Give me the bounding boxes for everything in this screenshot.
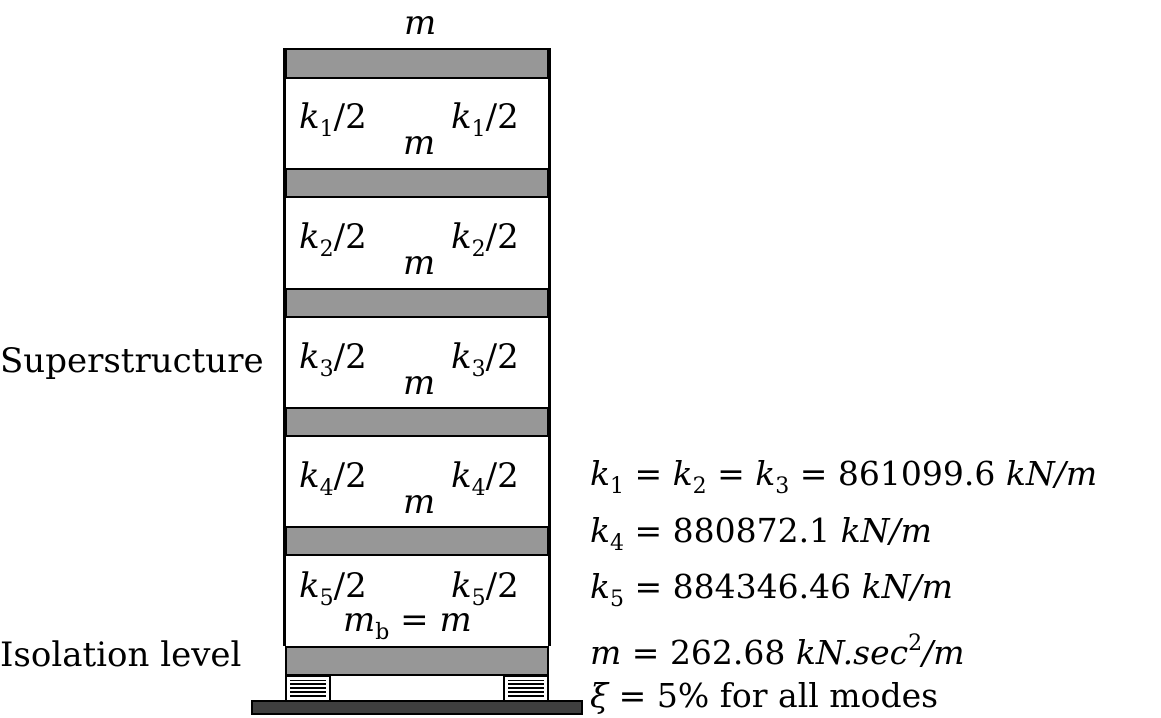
story-2-right-stiffness: k2/2: [451, 217, 519, 262]
story-1-left-stiffness: k1/2: [299, 97, 367, 142]
property-line-4: m = 262.68 kN.sec2/m: [590, 630, 965, 672]
story-1-right-stiffness: k1/2: [451, 97, 519, 142]
superstructure-label: Superstructure: [0, 341, 264, 381]
property-line-1: k1 = k2 = k3 = 861099.6 kN/m: [590, 454, 1098, 499]
property-line-2: k4 = 880872.1 kN/m: [590, 510, 932, 556]
story-2-left-stiffness: k2/2: [299, 217, 367, 262]
base-mass-label: mb = m: [343, 600, 472, 645]
property-line-3: k5 = 884346.46 kN/m: [590, 567, 953, 612]
ground-base: [251, 700, 583, 715]
story-1-mass: m: [403, 123, 436, 163]
floor-slab-1: [285, 168, 549, 198]
base-slab: [285, 646, 549, 676]
story-4-right-stiffness: k4/2: [451, 456, 519, 501]
floor-slab-4: [285, 526, 549, 556]
top-mass-label: m: [404, 3, 437, 43]
story-5-right-stiffness: k5/2: [451, 566, 519, 611]
story-5-left-stiffness: k5/2: [299, 566, 367, 611]
isolation-level-label: Isolation level: [0, 635, 242, 675]
right-column: [548, 48, 551, 646]
floor-slab-2: [285, 288, 549, 318]
floor-slab-3: [285, 407, 549, 437]
left-isolator-bearing: [285, 675, 331, 702]
right-isolator-bearing: [503, 675, 549, 702]
story-4-mass: m: [403, 482, 436, 522]
story-3-right-stiffness: k3/2: [451, 337, 519, 382]
story-3-left-stiffness: k3/2: [299, 337, 367, 382]
property-line-5: ξ = 5% for all modes: [590, 676, 939, 715]
floor-slab-roof: [285, 48, 549, 79]
properties-list: k1 = k2 = k3 = 861099.6 kN/m k4 = 880872…: [590, 452, 1097, 718]
left-column: [283, 48, 286, 646]
story-3-mass: m: [403, 363, 436, 403]
story-2-mass: m: [403, 243, 436, 283]
story-4-left-stiffness: k4/2: [299, 456, 367, 501]
